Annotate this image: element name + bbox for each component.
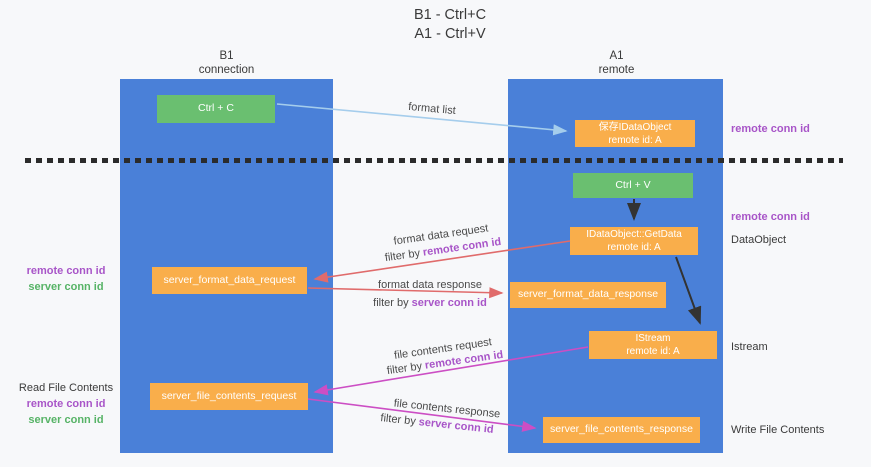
remote-conn-id-annotation-left: remote conn id [26,265,106,277]
left-conn-id-annotations-top: remote conn id server conn id [18,264,114,296]
remote-conn-id-annotation-left-bottom: remote conn id [26,397,106,410]
istream-annotation: Istream [731,341,768,353]
left-conn-id-annotations-bottom: Read File Contents remote conn id server… [18,381,114,429]
server-conn-id-highlight: server conn id [411,297,487,309]
server-file-contents-response-label: server_file_contents_response [549,423,693,436]
format-data-response-label: format data response [378,279,482,291]
dataobject-annotation: DataObject [731,234,787,246]
server-conn-id-annotation-left: server conn id [28,280,104,293]
saved-dataobject-box: 保存IDataObject remote id: A [575,120,695,147]
getdata-line2: remote id: A [607,242,661,253]
ctrl-v-label: Ctrl + V [615,178,651,191]
server-format-data-response-box: server_format_data_response [510,282,666,308]
filter-prefix: filter by [384,247,421,265]
diagram-title: B1 - Ctrl+C A1 - Ctrl+V [300,6,600,43]
saved-dataobject-line2: remote id: A [608,134,662,146]
filter-prefix: filter by [379,412,417,428]
lane-a1-title: A1 [609,50,624,62]
server-format-data-request-label: server_format_data_request [163,273,296,286]
lane-a1-subtitle: remote [598,64,635,77]
server-file-contents-request-box: server_file_contents_request [150,383,308,410]
lane-b1-title: B1 [219,50,234,62]
idataobject-getdata-box: IDataObject::GetData remote id: A [570,227,698,255]
title-line-1: B1 - Ctrl+C [413,7,487,23]
getdata-line1: IDataObject::GetData [586,229,682,240]
server-format-data-request-box: server_format_data_request [152,267,307,294]
saved-dataobject-line1: 保存IDataObject [598,121,672,133]
filter-prefix: filter by [373,297,409,309]
read-file-contents-annotation: Read File Contents [18,382,114,394]
ctrl-c-label: Ctrl + C [198,102,234,115]
server-conn-id-annotation-left-bottom: server conn id [28,413,104,426]
lane-header-b1: B1 connection [120,49,333,78]
istream-box: IStream remote id: A [589,331,717,359]
remote-conn-id-annotation-mid: remote conn id [731,211,810,223]
ctrl-c-box: Ctrl + C [157,95,275,123]
format-list-label: format list [407,100,457,118]
server-format-data-response-label: server_format_data_response [517,288,659,301]
lane-b1-subtitle: connection [198,64,255,77]
server-file-contents-response-box: server_file_contents_response [543,417,700,443]
filter-prefix: filter by [386,360,423,378]
lane-header-a1: A1 remote [509,49,724,78]
remote-conn-id-annotation-top: remote conn id [731,123,810,135]
istream-line2: remote id: A [626,346,680,357]
ctrl-v-box: Ctrl + V [573,173,693,198]
istream-line1: IStream [635,333,671,344]
section-separator-dashed-line [25,158,843,163]
server-conn-id-highlight: server conn id [418,416,495,436]
title-line-2: A1 - Ctrl+V [414,25,486,42]
write-file-contents-annotation: Write File Contents [731,424,825,436]
server-file-contents-request-label: server_file_contents_request [161,389,297,402]
